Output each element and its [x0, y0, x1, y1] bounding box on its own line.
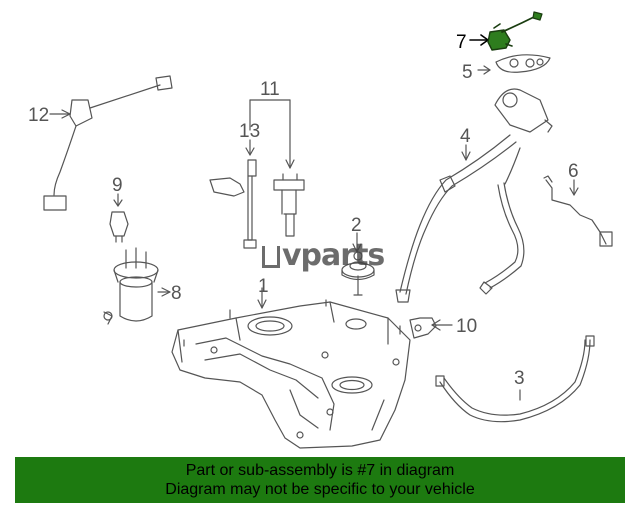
callout-9: 9: [112, 175, 123, 196]
callout-6: 6: [568, 161, 579, 182]
callout-1: 1: [258, 276, 269, 297]
callout-7: 7: [456, 32, 467, 53]
callout-10: 10: [456, 316, 477, 337]
gasket-part: [477, 54, 551, 75]
vent-valve-part-highlighted: [469, 11, 543, 51]
watermark-text: vparts: [282, 238, 385, 273]
level-sender-part: [249, 99, 305, 237]
callout-2: 2: [351, 215, 362, 236]
bracket-part: [409, 317, 453, 339]
float-arm-part: [209, 139, 257, 249]
lock-ring-part: [341, 232, 375, 296]
callout-8: 8: [171, 283, 182, 304]
callout-11: 11: [260, 79, 280, 100]
info-banner: Part or sub-assembly is #7 in diagram Di…: [15, 457, 625, 503]
callout-4: 4: [460, 126, 471, 147]
wiring-harness-part: [43, 75, 173, 211]
callout-12: 12: [28, 105, 49, 126]
info-banner-line-2: Diagram may not be specific to your vehi…: [165, 481, 475, 498]
info-banner-line-1: Part or sub-assembly is #7 in diagram: [185, 462, 455, 479]
callout-5: 5: [462, 62, 473, 83]
filler-pipe-part: [395, 88, 553, 303]
watermark-mark-icon: [262, 246, 280, 268]
watermark-logo: vparts: [262, 238, 385, 273]
pressure-sensor-part: [109, 193, 129, 243]
fuel-pump-part: [103, 247, 171, 325]
vapor-hose-part: [543, 175, 613, 247]
tank-strap-part: [435, 335, 595, 423]
callout-13: 13: [239, 121, 260, 142]
fuel-tank-part: [171, 287, 411, 449]
callout-3: 3: [514, 368, 525, 389]
